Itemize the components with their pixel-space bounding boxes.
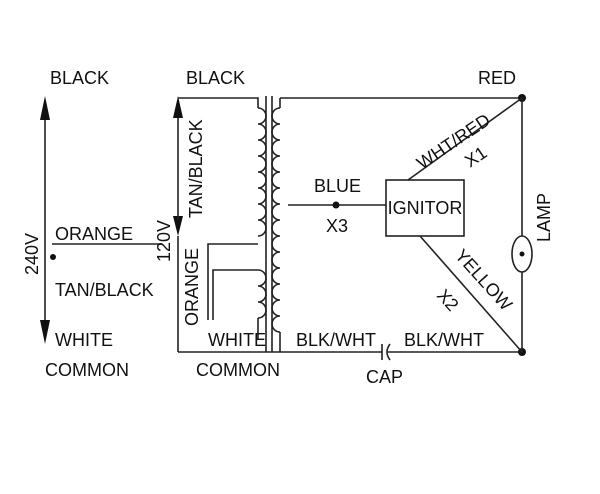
black-lead-wire (178, 97, 259, 108)
label-left-black: BLACK (50, 68, 109, 88)
wht-red-wire (407, 97, 523, 181)
label-top-black: BLACK (186, 68, 245, 88)
x3-junction-dot (332, 201, 340, 209)
label-left-common: COMMON (45, 360, 129, 380)
primary-winding: BLACK TAN/BLACK ORANGE WHITE COMMON (177, 68, 280, 380)
label-blk-wht-left: BLK/WHT (296, 330, 376, 350)
label-lamp: LAMP (534, 193, 554, 242)
primary-coil-lower (257, 269, 267, 319)
ignitor-box (385, 179, 465, 237)
tan-black-tap-wire (207, 243, 258, 320)
label-ignitor: IGNITOR (388, 198, 463, 218)
ignitor-lamp-circuit: IGNITOR RED WHT/RED X1 YELLOW X2 LAMP (385, 68, 554, 356)
label-x1: X1 (461, 142, 490, 171)
arrow-up-icon (40, 96, 50, 120)
arrow-down-icon (173, 216, 183, 236)
label-x3: X3 (326, 216, 348, 236)
label-x2: X2 (433, 285, 463, 315)
voltage-indicator-120v: 120V (154, 96, 183, 262)
yellow-wire (419, 235, 523, 353)
label-left-tan-black: TAN/BLACK (55, 280, 154, 300)
lamp-filament-dot (519, 251, 525, 257)
label-cap: CAP (366, 367, 403, 387)
secondary-coil (271, 107, 281, 333)
junction-dot (50, 254, 56, 260)
cap-plate-right (386, 343, 391, 361)
label-yellow: YELLOW (451, 245, 516, 314)
label-bottom-common: COMMON (196, 360, 280, 380)
label-240v: 240V (22, 233, 42, 275)
orange-tap-wire (212, 269, 258, 320)
label-left-orange: ORANGE (55, 224, 133, 244)
label-tap-tan-black: TAN/BLACK (186, 119, 206, 218)
label-blk-wht-right: BLK/WHT (404, 330, 484, 350)
arrow-down-icon (40, 320, 50, 344)
secondary-winding: BLUE X3 BLK/WHT BLK/WHT CAP (271, 97, 522, 387)
primary-coil-upper (257, 107, 267, 237)
arrow-up-icon (173, 96, 183, 118)
label-bottom-white: WHITE (208, 330, 266, 350)
label-120v: 120V (154, 220, 174, 262)
voltage-indicator-240v: BLACK 240V ORANGE TAN/BLACK WHITE COMMON (22, 68, 162, 380)
label-left-white: WHITE (55, 330, 113, 350)
label-red: RED (478, 68, 516, 88)
label-blue: BLUE (314, 176, 361, 196)
label-tap-orange: ORANGE (182, 248, 202, 326)
